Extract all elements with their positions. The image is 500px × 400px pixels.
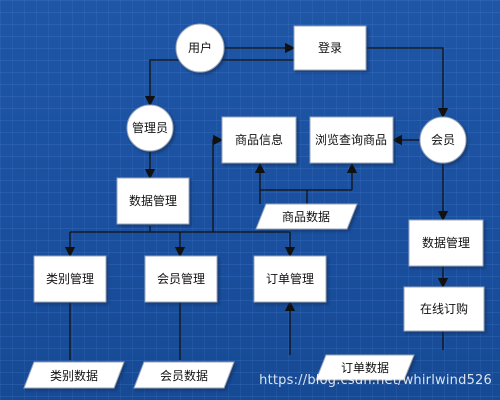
node-data-mgmt-member bbox=[408, 219, 484, 267]
node-data-mgmt-admin bbox=[116, 177, 190, 225]
node-member-data-label: 会员数据 bbox=[160, 368, 208, 383]
node-user bbox=[175, 23, 225, 73]
node-data-mgmt-member-label: 数据管理 bbox=[422, 235, 470, 250]
node-category-data-label: 类别数据 bbox=[50, 368, 98, 383]
node-category-data bbox=[23, 361, 125, 389]
node-member-data bbox=[133, 361, 235, 389]
watermark-url: https://blog.csdn.net/whirlwind526 bbox=[259, 373, 492, 388]
node-product-data bbox=[255, 203, 358, 230]
node-browse-products bbox=[309, 116, 394, 164]
node-online-order bbox=[403, 286, 485, 332]
node-login-label: 登录 bbox=[318, 40, 342, 55]
node-member-label: 会员 bbox=[431, 133, 455, 147]
edge-to-productinfo bbox=[212, 134, 224, 232]
node-admin bbox=[126, 104, 174, 152]
node-order-mgmt bbox=[253, 255, 327, 303]
node-login bbox=[293, 25, 367, 71]
node-data-mgmt-admin-label: 数据管理 bbox=[129, 193, 177, 208]
edge-login-admin bbox=[144, 59, 294, 107]
node-product-info-label: 商品信息 bbox=[235, 132, 283, 147]
node-member-mgmt bbox=[144, 255, 218, 303]
node-order-mgmt-label: 订单管理 bbox=[266, 271, 314, 286]
connectors bbox=[64, 42, 449, 360]
edge-login-member bbox=[366, 47, 449, 119]
node-order-data bbox=[315, 354, 415, 381]
node-category-mgmt-label: 类别管理 bbox=[46, 271, 94, 286]
node-user-label: 用户 bbox=[188, 40, 212, 55]
node-online-order-label: 在线订购 bbox=[420, 301, 468, 316]
node-product-data-label: 商品数据 bbox=[282, 209, 330, 224]
node-browse-products-label: 浏览查询商品 bbox=[315, 132, 387, 147]
node-product-info bbox=[221, 116, 297, 164]
node-member bbox=[419, 116, 467, 164]
node-order-data-label: 订单数据 bbox=[341, 360, 389, 375]
node-category-mgmt bbox=[33, 255, 107, 303]
node-member-mgmt-label: 会员管理 bbox=[157, 271, 205, 286]
node-admin-label: 管理员 bbox=[132, 120, 168, 135]
